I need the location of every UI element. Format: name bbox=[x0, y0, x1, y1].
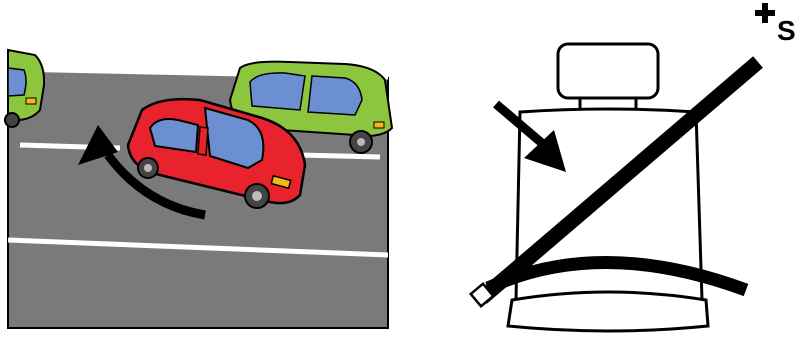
seatbelt-badge: S bbox=[755, 3, 796, 46]
seat-headrest bbox=[558, 44, 658, 98]
road-scene-svg bbox=[0, 0, 400, 338]
lane-marking-upper-right bbox=[300, 155, 380, 157]
plus-icon bbox=[755, 3, 775, 23]
seatbelt-illustration: S bbox=[400, 0, 801, 338]
badge-letter: S bbox=[777, 15, 796, 46]
seat-scene-svg: S bbox=[400, 0, 801, 338]
seat-cushion bbox=[508, 292, 708, 331]
car-pulling-out-illustration bbox=[0, 0, 400, 338]
